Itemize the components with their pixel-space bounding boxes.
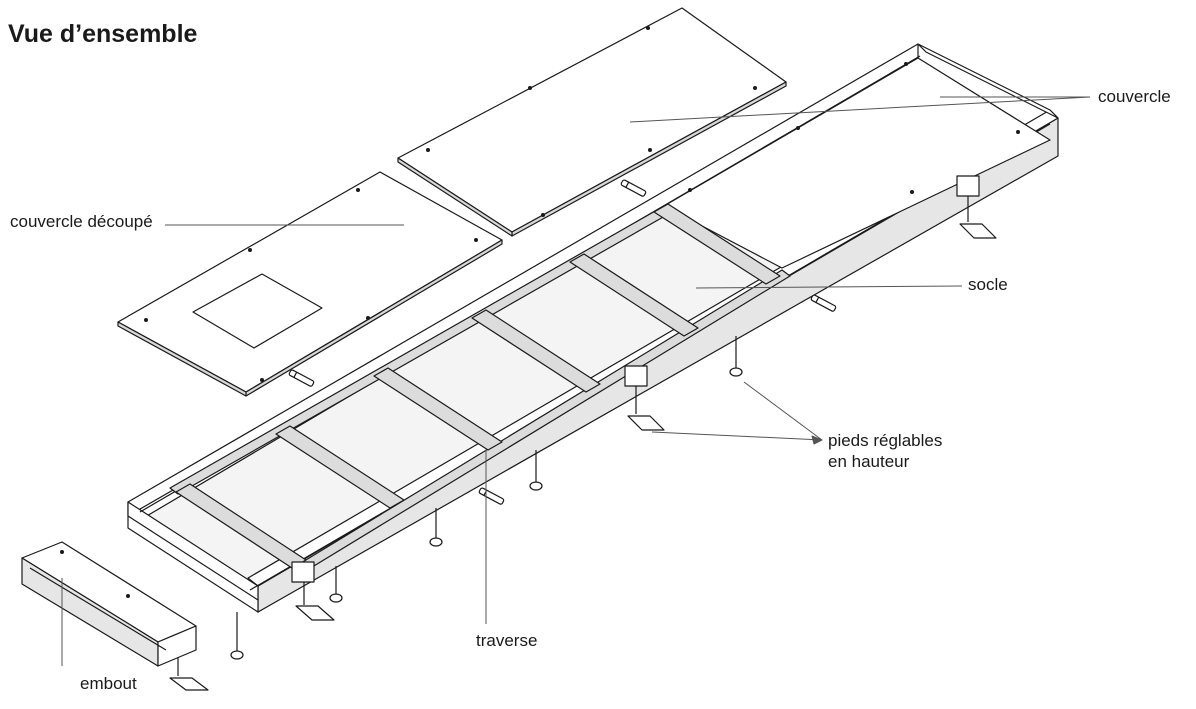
label-couvercle-decoupe: couvercle découpé [10,212,153,231]
label-socle: socle [968,275,1008,294]
label-couvercle: couvercle [1098,87,1171,106]
leader-lines [61,96,1091,666]
crossbars [175,203,781,569]
installed-cover [663,57,1051,269]
cover-panel-cutout [117,171,503,397]
label-pieds-line1: pieds réglables [828,431,943,450]
label-embout: embout [80,674,137,693]
label-traverse: traverse [476,631,538,650]
end-cap [21,541,197,667]
adjustable-feet [169,196,997,691]
label-pieds-reglables: pieds réglables en hauteur [828,430,942,472]
page-title: Vue d’ensemble [8,20,198,48]
loose-pins [288,179,837,505]
label-pieds-line2: en hauteur [828,452,910,471]
cover-panel-top [397,7,787,237]
